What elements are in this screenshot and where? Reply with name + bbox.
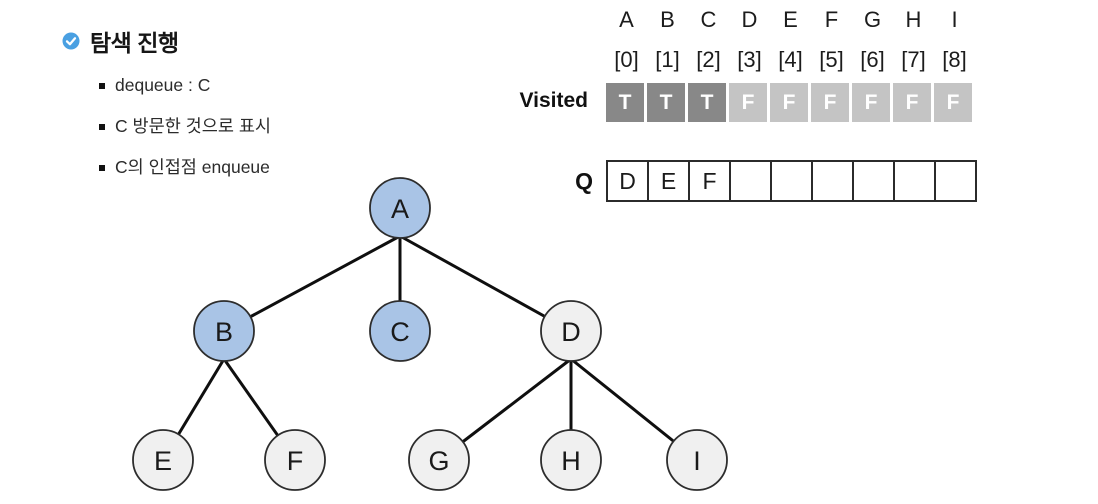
bullet-list: dequeue : C C 방문한 것으로 표시 C의 인접점 enqueue <box>99 72 271 195</box>
visited-cell: F <box>770 83 808 122</box>
array-index: [5] <box>819 47 844 72</box>
tree-edge-A-D <box>399 234 572 333</box>
visited-cell: F <box>811 83 849 122</box>
tree-node-label: F <box>287 446 304 476</box>
tree-node-I: I <box>666 429 728 491</box>
tree-node-label: B <box>215 317 233 347</box>
tree-node-label: I <box>693 446 701 476</box>
tree-node-label: A <box>391 194 409 224</box>
array-letter: E <box>783 7 798 32</box>
visited-cell: T <box>647 83 685 122</box>
queue-cell: F <box>688 160 731 202</box>
array-index: [3] <box>737 47 762 72</box>
queue-cell <box>852 160 895 202</box>
tree-node-C: C <box>369 300 431 362</box>
array-letter: D <box>741 7 758 32</box>
array-index: [2] <box>696 47 721 72</box>
bullet-item: dequeue : C <box>99 72 271 99</box>
array-index: [1] <box>655 47 680 72</box>
array-index: [6] <box>860 47 885 72</box>
bullet-text: dequeue : C <box>115 75 211 95</box>
array-letter: A <box>619 7 634 32</box>
tree-node-B: B <box>193 300 255 362</box>
tree-node-label: C <box>390 317 410 347</box>
tree-node-A: A <box>369 177 431 239</box>
array-letter: G <box>863 7 882 32</box>
queue-cell: D <box>606 160 649 202</box>
array-letter: C <box>700 7 717 32</box>
array-letter: B <box>660 7 675 32</box>
tree-edge-A-B <box>223 234 401 333</box>
queue-cell <box>934 160 977 202</box>
bullet-text: C 방문한 것으로 표시 <box>115 116 272 136</box>
visited-cell: F <box>729 83 767 122</box>
array-index: [4] <box>778 47 803 72</box>
tree-node-D: D <box>540 300 602 362</box>
tree-node-label: G <box>428 446 449 476</box>
array-indices-row: [0] [1] [2] [3] [4] [5] [6] [7] [8] <box>606 47 975 73</box>
tree-node-H: H <box>540 429 602 491</box>
bullet-text: C의 인접점 enqueue <box>115 157 270 177</box>
bullet-square-icon <box>99 165 105 171</box>
page-title-row: 탐색 진행 <box>62 24 179 58</box>
visited-cell: F <box>934 83 972 122</box>
visited-cell: T <box>606 83 644 122</box>
array-letter: I <box>951 7 958 32</box>
tree-node-F: F <box>264 429 326 491</box>
bullet-square-icon <box>99 124 105 130</box>
check-circle-icon <box>62 32 80 50</box>
bullet-item: C의 인접점 enqueue <box>99 154 271 181</box>
visited-cell: T <box>688 83 726 122</box>
tree-node-label: H <box>561 446 581 476</box>
visited-cell: F <box>893 83 931 122</box>
bullet-square-icon <box>99 83 105 89</box>
tree-node-G: G <box>408 429 470 491</box>
tree-node-E: E <box>132 429 194 491</box>
array-letter: F <box>824 7 839 32</box>
queue-cell <box>811 160 854 202</box>
array-index: [0] <box>614 47 639 72</box>
queue-cell: E <box>647 160 690 202</box>
array-index: [7] <box>901 47 926 72</box>
bullet-item: C 방문한 것으로 표시 <box>99 113 271 140</box>
visited-cell: F <box>852 83 890 122</box>
array-letter: H <box>905 7 922 32</box>
visited-label: Visited <box>519 89 588 112</box>
array-index: [8] <box>942 47 967 72</box>
tree-node-label: E <box>154 446 172 476</box>
page-title: 탐색 진행 <box>90 30 179 56</box>
queue-label: Q <box>575 168 593 194</box>
tree-node-label: D <box>561 317 581 347</box>
